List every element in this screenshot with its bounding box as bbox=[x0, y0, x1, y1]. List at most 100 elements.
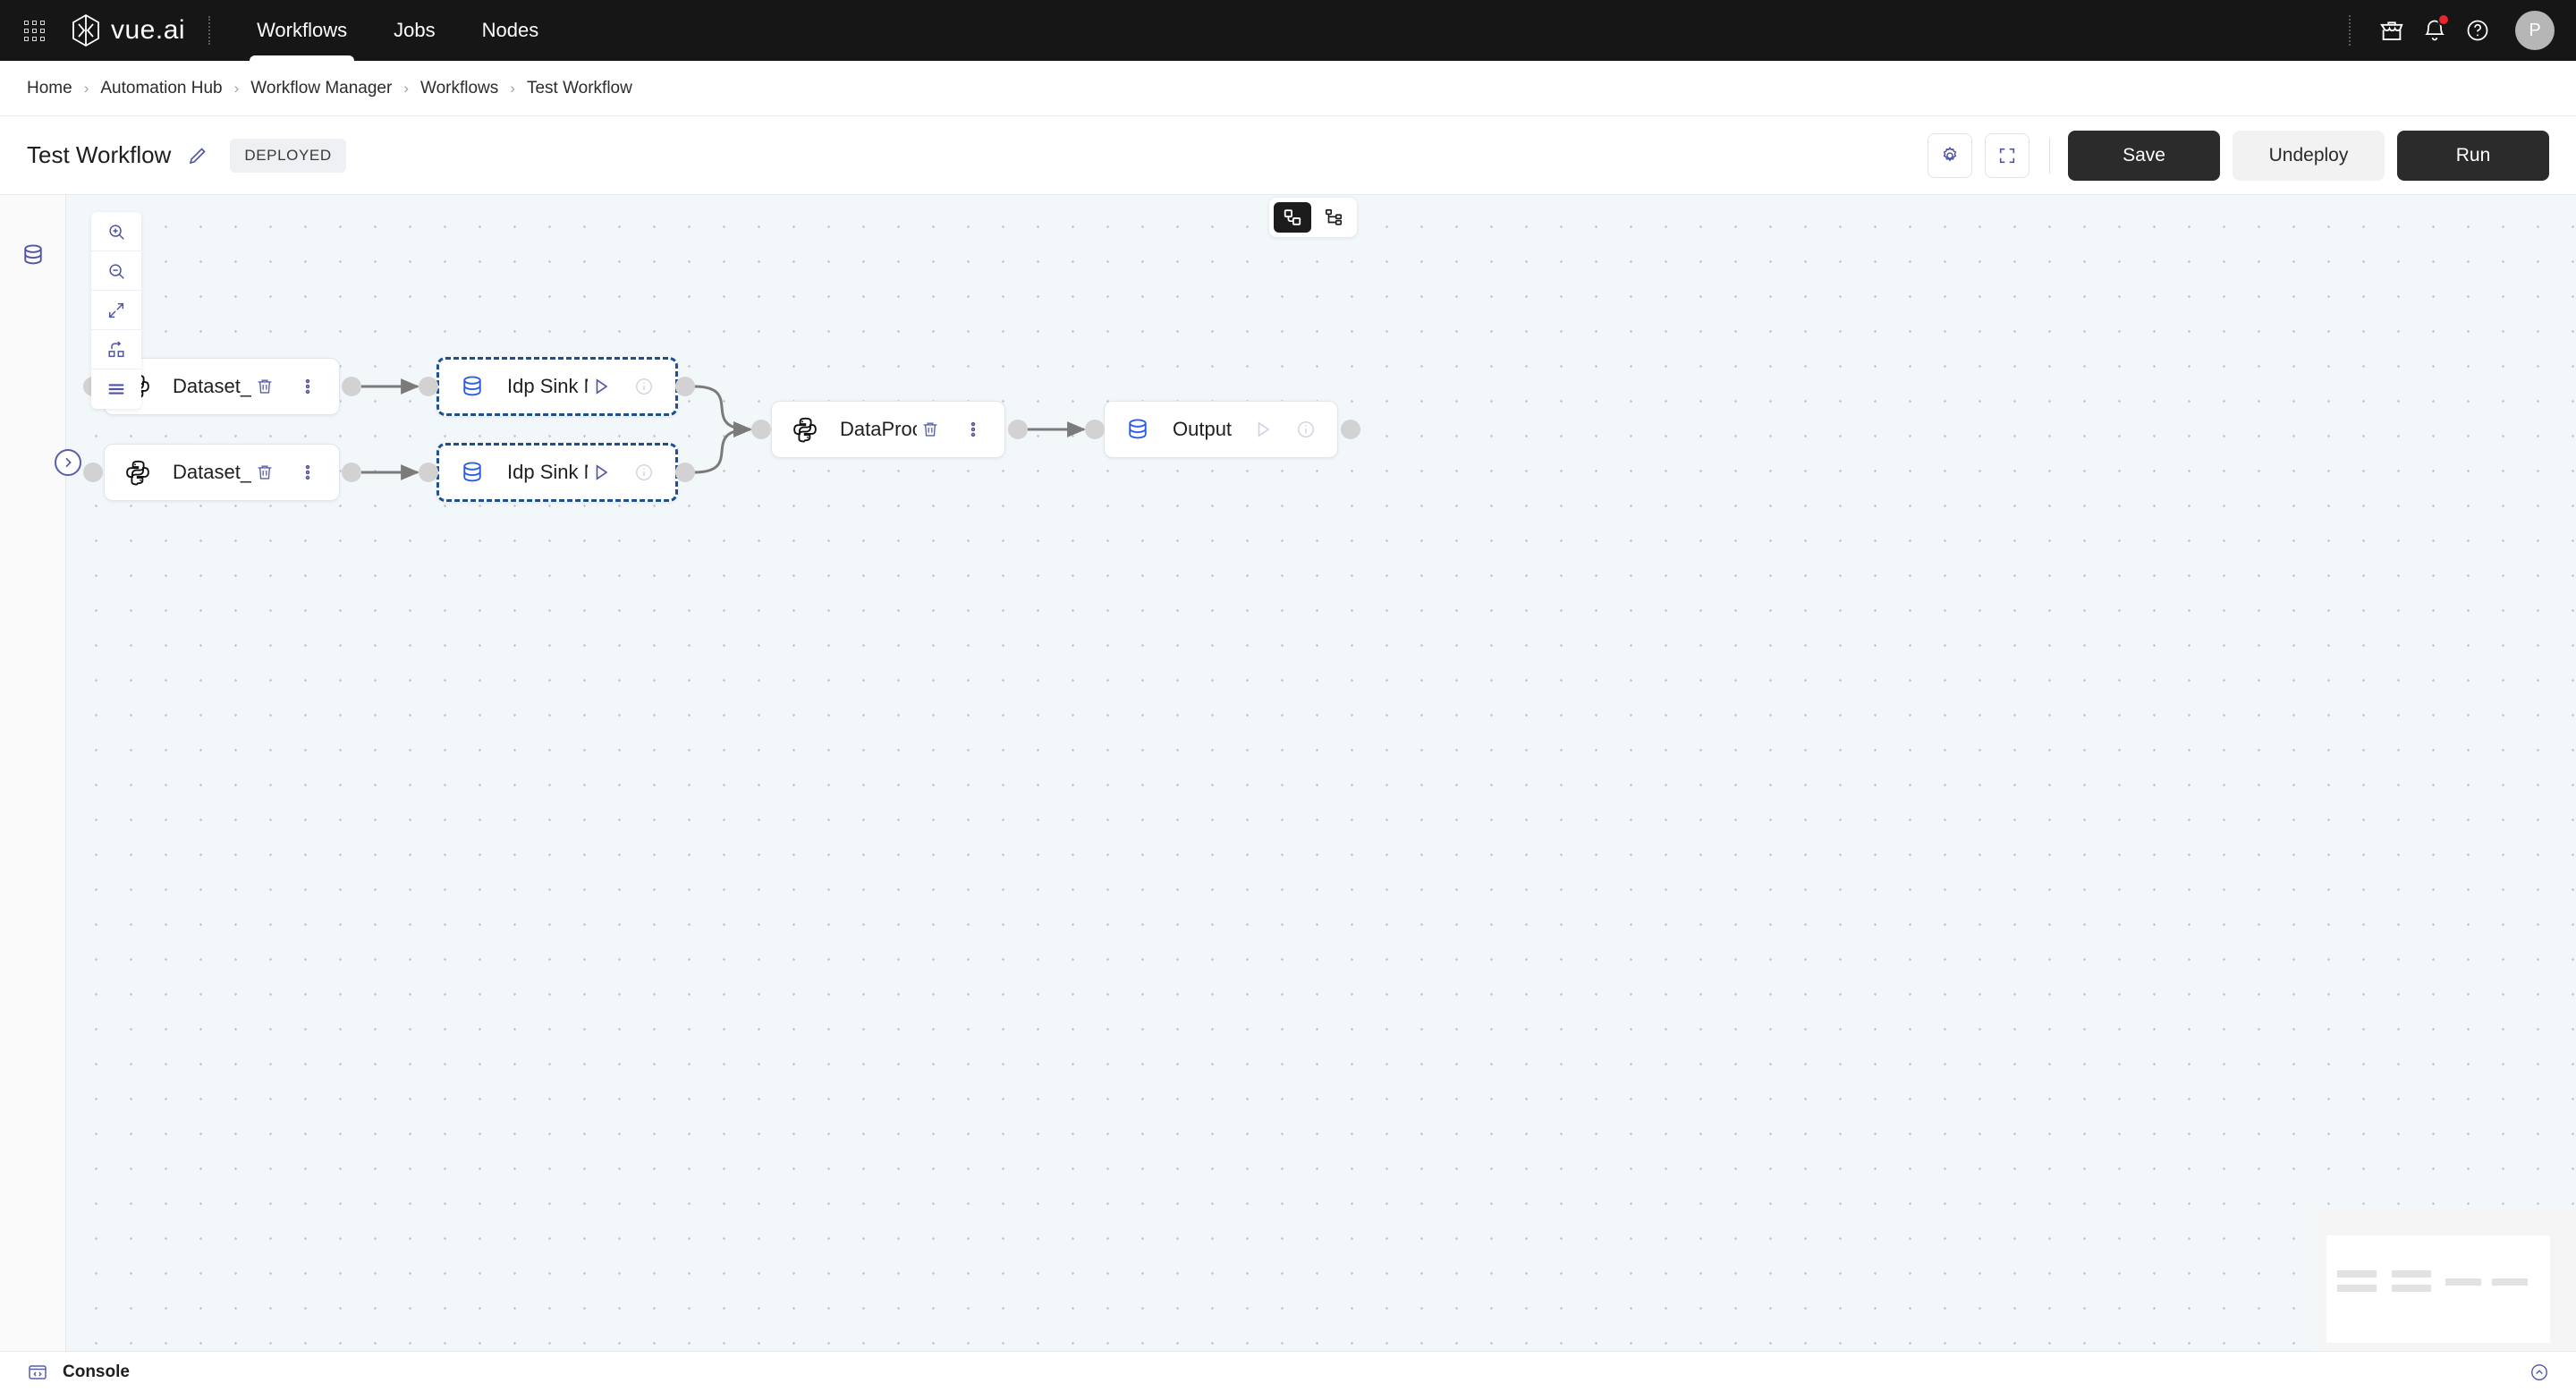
chevron-right-icon bbox=[65, 457, 72, 468]
grid-apps-icon[interactable] bbox=[16, 13, 52, 48]
breadcrumb-item-workflows[interactable]: Workflows bbox=[420, 78, 499, 98]
node-label: Dataset_1 bbox=[173, 375, 251, 397]
trash-delete-icon[interactable] bbox=[917, 416, 944, 443]
database-icon bbox=[457, 371, 487, 402]
trash-delete-icon[interactable] bbox=[251, 373, 278, 400]
database-icon[interactable] bbox=[20, 242, 47, 273]
fullscreen-expand-icon[interactable] bbox=[1985, 132, 2029, 178]
nav-item-jobs[interactable]: Jobs bbox=[370, 0, 458, 61]
minimap-node bbox=[2337, 1270, 2377, 1277]
node-actions bbox=[588, 459, 657, 486]
gear-icon[interactable] bbox=[1928, 132, 1972, 178]
toolbar-divider bbox=[2049, 137, 2050, 174]
chevron-up-circle-icon[interactable] bbox=[2529, 1362, 2549, 1382]
workflow-node-sink3[interactable]: Idp Sink Node 3 bbox=[436, 443, 678, 502]
zoom-in-icon[interactable] bbox=[91, 212, 141, 251]
help-circle-icon[interactable] bbox=[2456, 9, 2499, 52]
more-vertical-menu-icon[interactable] bbox=[294, 459, 321, 486]
edge-sink1-processor bbox=[693, 385, 753, 437]
nav-label: Jobs bbox=[394, 19, 436, 41]
topnav-right-actions: P bbox=[2349, 9, 2576, 52]
node-output-handle[interactable] bbox=[675, 377, 695, 396]
breadcrumb-item-automation-hub[interactable]: Automation Hub bbox=[100, 78, 223, 98]
breadcrumb-item-test-workflow: Test Workflow bbox=[526, 78, 632, 98]
node-output-handle[interactable] bbox=[1341, 420, 1360, 439]
code-window-icon bbox=[27, 1362, 48, 1383]
tree-hierarchy-view-icon[interactable] bbox=[1315, 202, 1352, 233]
undeploy-button[interactable]: Undeploy bbox=[2233, 130, 2385, 181]
minimap-node bbox=[2492, 1278, 2528, 1286]
node-input-handle[interactable] bbox=[751, 420, 771, 439]
zoom-out-icon[interactable] bbox=[91, 251, 141, 291]
nav-divider bbox=[208, 16, 211, 45]
flow-graph-view-icon[interactable] bbox=[1274, 202, 1311, 233]
python-icon bbox=[790, 414, 820, 445]
minimap-node bbox=[2445, 1278, 2481, 1286]
menu-list-icon[interactable] bbox=[91, 369, 141, 409]
node-label: Idp Sink Node 1 bbox=[507, 375, 588, 397]
workflow-canvas[interactable]: Dataset_1 bbox=[66, 195, 2576, 1351]
more-vertical-menu-icon[interactable] bbox=[960, 416, 987, 443]
nav-item-nodes[interactable]: Nodes bbox=[459, 0, 563, 61]
node-actions bbox=[251, 373, 321, 400]
workflow-node-output[interactable]: Output bbox=[1104, 401, 1338, 458]
avatar-initial: P bbox=[2529, 20, 2541, 40]
node-label: Output bbox=[1173, 418, 1233, 440]
minimap-node bbox=[2392, 1285, 2431, 1292]
sidebar-toggle-button[interactable] bbox=[55, 449, 81, 476]
minimap-node bbox=[2337, 1285, 2377, 1292]
workflow-node-dataset1[interactable]: Dataset_1 bbox=[104, 358, 340, 415]
save-button[interactable]: Save bbox=[2068, 130, 2220, 181]
marketplace-icon[interactable] bbox=[2370, 9, 2413, 52]
node-input-handle[interactable] bbox=[1085, 420, 1105, 439]
run-play-icon bbox=[1250, 416, 1276, 443]
nav-item-workflows[interactable]: Workflows bbox=[233, 0, 370, 64]
breadcrumb: Home › Automation Hub › Workflow Manager… bbox=[0, 61, 2576, 116]
notifications-bell-icon[interactable] bbox=[2413, 9, 2456, 52]
workflow-node-dataset2[interactable]: Dataset_2 bbox=[104, 444, 340, 501]
brand-logo[interactable]: vue.ai bbox=[68, 13, 185, 48]
console-label: Console bbox=[63, 1362, 130, 1381]
canvas-tools-panel bbox=[91, 212, 141, 409]
breadcrumb-item-workflow-manager[interactable]: Workflow Manager bbox=[250, 78, 393, 98]
node-label: DataProcessor bbox=[840, 418, 917, 440]
trash-delete-icon[interactable] bbox=[251, 459, 278, 486]
node-actions bbox=[1250, 416, 1319, 443]
toolbar-actions: Save Undeploy Run bbox=[1928, 130, 2549, 181]
workflow-node-dataprocessor[interactable]: DataProcessor bbox=[771, 401, 1005, 458]
node-input-handle[interactable] bbox=[419, 377, 438, 396]
view-mode-toggle bbox=[1269, 198, 1357, 237]
main-nav-items: Workflows Jobs Nodes bbox=[233, 0, 563, 64]
brand-name: vue.ai bbox=[111, 15, 186, 45]
nav-label: Nodes bbox=[481, 19, 539, 41]
node-label: Dataset_2 bbox=[173, 461, 251, 483]
canvas-minimap[interactable] bbox=[2317, 1208, 2576, 1351]
auto-layout-icon[interactable] bbox=[91, 330, 141, 369]
node-output-handle[interactable] bbox=[342, 463, 361, 482]
node-input-handle[interactable] bbox=[419, 463, 438, 482]
topnav-divider bbox=[2349, 15, 2351, 46]
info-circle-icon bbox=[631, 459, 657, 486]
pencil-edit-icon[interactable] bbox=[187, 145, 208, 166]
edge-sink3-processor bbox=[693, 421, 753, 474]
node-output-handle[interactable] bbox=[1008, 420, 1028, 439]
node-actions bbox=[251, 459, 321, 486]
info-circle-icon bbox=[631, 373, 657, 400]
fit-to-screen-icon[interactable] bbox=[91, 291, 141, 330]
run-play-icon[interactable] bbox=[588, 373, 614, 400]
more-vertical-menu-icon[interactable] bbox=[294, 373, 321, 400]
nav-label: Workflows bbox=[257, 19, 348, 41]
run-play-icon[interactable] bbox=[588, 459, 614, 486]
workflow-node-sink1[interactable]: Idp Sink Node 1 bbox=[436, 357, 678, 416]
node-output-handle[interactable] bbox=[675, 463, 695, 482]
console-bar[interactable]: Console bbox=[0, 1351, 2576, 1392]
node-actions bbox=[917, 416, 987, 443]
node-input-handle[interactable] bbox=[83, 463, 103, 482]
user-avatar[interactable]: P bbox=[2515, 11, 2555, 50]
run-button[interactable]: Run bbox=[2397, 130, 2549, 181]
breadcrumb-separator: › bbox=[83, 79, 89, 97]
node-output-handle[interactable] bbox=[342, 377, 361, 396]
node-actions bbox=[588, 373, 657, 400]
breadcrumb-item-home[interactable]: Home bbox=[27, 78, 72, 98]
